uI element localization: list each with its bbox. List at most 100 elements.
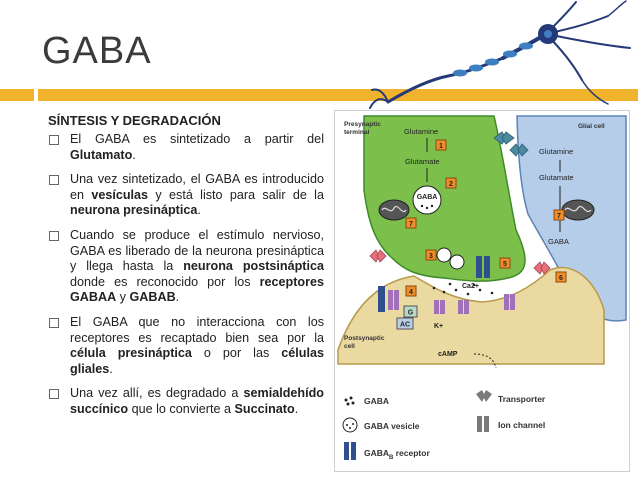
legend-gaba: GABA <box>364 396 389 406</box>
potassium-label: K+ <box>434 323 443 330</box>
bullet-text: . <box>132 147 136 162</box>
ion-channel <box>434 300 439 314</box>
legend-receptor-main: GABA <box>364 448 389 458</box>
gaba-dots <box>420 204 434 210</box>
bullet-square-icon <box>49 175 59 186</box>
transporter-icon <box>533 261 551 275</box>
receptor-legend-icon <box>344 442 349 460</box>
step-number: 6 <box>559 275 563 282</box>
bullet-text: Una vez allí, es degradado a <box>70 386 244 401</box>
accent-bar-left <box>0 89 34 101</box>
bullet-bold: vesículas <box>91 187 149 202</box>
legend-ion-channel: Ion channel <box>498 420 545 430</box>
g-protein-box <box>403 305 418 318</box>
legend-transporter: Transporter <box>498 394 546 404</box>
adenylyl-cyclase-box <box>396 317 414 330</box>
transporter-icon <box>509 143 529 157</box>
mitochondrion-icon <box>378 199 410 221</box>
mitochondrion-cristae <box>381 206 407 212</box>
calcium-label: Ca2+ <box>462 283 479 290</box>
ion-channel <box>464 300 469 314</box>
gaba-b-receptor <box>378 286 385 312</box>
bullet-square-icon <box>49 230 59 241</box>
gaba-vesicle-released <box>449 254 465 270</box>
ion-channel <box>458 300 463 314</box>
slide-title: GABA <box>42 30 152 72</box>
step-number: 7 <box>409 221 413 228</box>
bullet-item: El GABA es sintetizado a partir del Glut… <box>48 132 324 163</box>
adenylyl-cyclase-label: AC <box>400 322 410 329</box>
transporter-icon <box>493 131 515 145</box>
postsynaptic-label-2: cell <box>344 343 355 350</box>
presynaptic-label-2: terminal <box>344 129 369 136</box>
bullet-item: Cuando se produce el estímulo nervioso, … <box>48 228 324 306</box>
bullet-text: y está listo para salir de la <box>148 187 324 202</box>
legend-receptor-sub: B <box>389 455 394 461</box>
presynaptic-label: Presynaptic <box>344 121 381 128</box>
gaba-vesicle-label: GABA <box>417 194 438 201</box>
legend-receptor-tail: receptor <box>393 448 430 458</box>
bullet-text: . <box>175 290 180 305</box>
ion-channel <box>388 290 393 310</box>
bullet-text: o por las <box>191 346 282 361</box>
bullet-bold: células gliales <box>70 346 324 376</box>
bullet-item: El GABA que no interacciona con los rece… <box>48 315 324 377</box>
step-number: 1 <box>439 143 443 150</box>
synaptic-gaba-dots <box>432 282 494 296</box>
step-number: 4 <box>409 289 413 296</box>
step-box <box>499 257 511 269</box>
bullet-text: y <box>116 290 130 305</box>
receptor-legend-icon-2 <box>351 442 356 460</box>
gaba-synapse-diagram: Presynaptic terminal Glial cell Postsyna… <box>334 110 630 472</box>
bullet-bold: Succinato <box>234 401 295 416</box>
bullet-square-icon <box>49 135 59 145</box>
vesicle-legend-dots <box>346 423 354 429</box>
glutamate-pre-label: Glutamate <box>405 157 440 166</box>
step-number: 5 <box>503 261 507 268</box>
bullet-bold: GABAB <box>129 290 176 305</box>
bullet-item: Una vez allí, es degradado a semialdehíd… <box>48 386 324 417</box>
step-number: 3 <box>429 253 433 260</box>
bullet-bold: receptores GABAA <box>70 274 324 305</box>
gaba-legend-icon <box>344 396 355 406</box>
bullet-text: Cuando se produce el estímulo nervioso, … <box>70 227 324 274</box>
presynaptic-terminal <box>363 115 526 282</box>
step-box <box>405 217 417 229</box>
bullet-bold: Glutamato <box>70 147 133 162</box>
step-box <box>553 209 565 221</box>
vesicle-legend-icon <box>342 417 358 433</box>
bullet-bold: semialdehído succínico <box>70 386 324 416</box>
bullet-text: que lo convierte a <box>128 401 235 416</box>
mitochondrion-cristae <box>564 206 592 212</box>
bullet-text: Una vez sintetizado, el GABA es introduc… <box>70 172 324 202</box>
step-box <box>405 285 417 297</box>
camp-arrow <box>473 353 497 369</box>
bullet-text: . <box>197 203 201 218</box>
ion-channel <box>510 294 515 310</box>
ion-channel-legend-icon <box>477 416 482 432</box>
bullet-bold: neurona postsináptica <box>183 259 324 274</box>
legend-vesicle: GABA vesicle <box>364 421 420 431</box>
ion-channel <box>504 294 509 310</box>
step-number: 7 <box>557 213 561 220</box>
glial-label: Glial cell <box>578 123 605 130</box>
transporter-legend-icon <box>476 390 492 402</box>
section-heading: SÍNTESIS Y DEGRADACIÓN <box>48 113 221 128</box>
glutamine-pre-label: Glutamine <box>404 127 438 136</box>
step-box <box>425 249 437 261</box>
mitochondrion-icon <box>561 199 595 221</box>
g-protein-label: G <box>408 310 414 317</box>
glutamate-glial-label: Glutamate <box>539 173 574 182</box>
legend: GABA GABA vesicle GABAB receptor Transpo… <box>342 390 546 461</box>
bullet-square-icon <box>49 389 59 400</box>
gaba-b-receptor <box>476 256 482 278</box>
bullet-list: El GABA es sintetizado a partir del Glut… <box>48 132 324 427</box>
gaba-vesicle <box>412 185 442 215</box>
transporter-icon <box>369 249 387 263</box>
legend-receptor: GABAB receptor <box>364 448 430 461</box>
step-box <box>435 139 447 151</box>
bullet-item: Una vez sintetizado, el GABA es introduc… <box>48 172 324 219</box>
camp-label: cAMP <box>438 351 458 358</box>
step-box <box>445 177 457 189</box>
